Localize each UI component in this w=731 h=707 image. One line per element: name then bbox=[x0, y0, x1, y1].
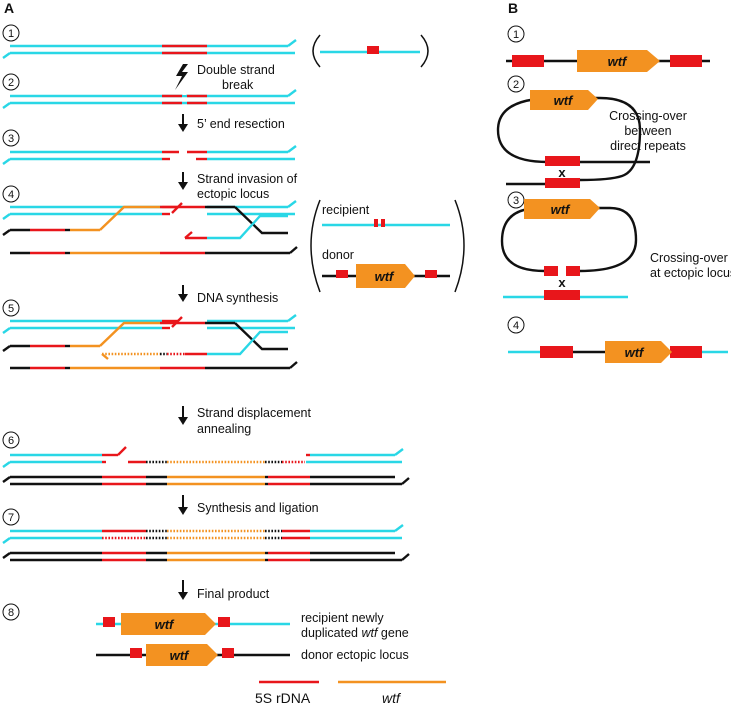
lightning-icon bbox=[175, 64, 188, 90]
final-step: Final product bbox=[178, 580, 270, 601]
inset-wtf-gene bbox=[356, 264, 415, 288]
step-4: 4 bbox=[2, 185, 298, 255]
b-step-4: 4 wtf bbox=[507, 316, 728, 363]
b3-label-2: at ectopic locus bbox=[650, 266, 731, 280]
inset-chromosome bbox=[312, 34, 429, 68]
donor-wtf-label: wtf bbox=[170, 648, 190, 663]
legend-wtf-label: wtf bbox=[382, 690, 402, 706]
b-step-1-number: 1 bbox=[513, 29, 519, 41]
step-1: 1 bbox=[2, 24, 297, 59]
b3-label-1: Crossing-over bbox=[650, 251, 728, 265]
step-5-number: 5 bbox=[8, 303, 14, 315]
b3-wtf-label: wtf bbox=[551, 202, 571, 217]
legend-rdna-label: 5S rDNA bbox=[255, 690, 311, 706]
step-6-number: 6 bbox=[8, 435, 14, 447]
dsb-step: Double strand break bbox=[175, 63, 275, 92]
b-step-1: 1 wtf bbox=[506, 25, 710, 72]
step-8-number: 8 bbox=[8, 607, 14, 619]
final-label: Final product bbox=[197, 587, 270, 601]
step-2: 2 bbox=[2, 73, 297, 109]
b2-cross-mark: x bbox=[558, 165, 566, 180]
b2-label-3: direct repeats bbox=[610, 139, 686, 153]
sda-label-1: Strand displacement bbox=[197, 406, 311, 420]
panel-a-label: A bbox=[4, 0, 14, 16]
recipient-wtf-gene bbox=[121, 613, 216, 635]
inset-recipient-donor: recipient donor wtf bbox=[310, 199, 465, 293]
donor-product-label: donor ectopic locus bbox=[301, 648, 409, 662]
step-8: 8 wtf wtf recipient newly duplicated wtf… bbox=[2, 603, 409, 666]
b-step-2: 2 wtf x Crossing-over between direct rep… bbox=[496, 75, 687, 188]
step-1-number: 1 bbox=[8, 28, 14, 40]
donor-wtf-gene bbox=[146, 644, 218, 666]
sda-label-2: annealing bbox=[197, 422, 251, 436]
b2-wtf-label: wtf bbox=[554, 93, 574, 108]
b4-wtf-gene bbox=[605, 341, 672, 363]
sda-step: Strand displacement annealing bbox=[178, 406, 311, 436]
step-7: 7 bbox=[2, 508, 410, 562]
resection-step: 5’ end resection bbox=[178, 114, 285, 132]
b1-wtf-label: wtf bbox=[608, 54, 628, 69]
step-3: 3 bbox=[2, 129, 297, 165]
b-step-2-number: 2 bbox=[513, 79, 519, 91]
invasion-label-2: ectopic locus bbox=[197, 187, 269, 201]
ligation-label: Synthesis and ligation bbox=[197, 501, 319, 515]
resection-label: 5’ end resection bbox=[197, 117, 285, 131]
b-step-3-number: 3 bbox=[513, 195, 519, 207]
step-1-circle bbox=[2, 24, 20, 42]
synthesis-step: DNA synthesis bbox=[178, 285, 278, 305]
step-4-number: 4 bbox=[8, 189, 14, 201]
invasion-step: Strand invasion of ectopic locus bbox=[178, 172, 298, 201]
step-3-number: 3 bbox=[8, 133, 14, 145]
recipient-product-label-2: duplicated wtf gene bbox=[301, 626, 409, 640]
step-2-number: 2 bbox=[8, 77, 14, 89]
inset-recipient-label: recipient bbox=[322, 203, 370, 217]
b1-wtf-gene bbox=[577, 50, 660, 72]
step-6: 6 bbox=[2, 431, 410, 486]
recipient-wtf-label: wtf bbox=[155, 617, 175, 632]
b4-wtf-label: wtf bbox=[625, 345, 645, 360]
b3-cross-mark: x bbox=[558, 275, 566, 290]
b3-wtf-gene bbox=[524, 199, 600, 219]
dsb-label-2: break bbox=[222, 78, 254, 92]
inset-donor-label: donor bbox=[322, 248, 354, 262]
step-7-number: 7 bbox=[8, 512, 14, 524]
invasion-label-1: Strand invasion of bbox=[197, 172, 298, 186]
b-step-3: 3 wtf x Crossing-over at ectopic locus bbox=[500, 191, 731, 300]
step-5: 5 bbox=[2, 299, 298, 370]
synthesis-label: DNA synthesis bbox=[197, 291, 278, 305]
b2-label-1: Crossing-over bbox=[609, 109, 687, 123]
dsb-label-1: Double strand bbox=[197, 63, 275, 77]
inset-wtf-label: wtf bbox=[375, 269, 395, 284]
legend: 5S rDNA wtf bbox=[255, 680, 446, 706]
ligation-step: Synthesis and ligation bbox=[178, 495, 319, 515]
b2-wtf-gene bbox=[530, 90, 598, 110]
b-step-4-number: 4 bbox=[513, 320, 519, 332]
panel-b-label: B bbox=[508, 0, 518, 16]
b2-label-2: between bbox=[624, 124, 671, 138]
recipient-product-label-1: recipient newly bbox=[301, 611, 384, 625]
